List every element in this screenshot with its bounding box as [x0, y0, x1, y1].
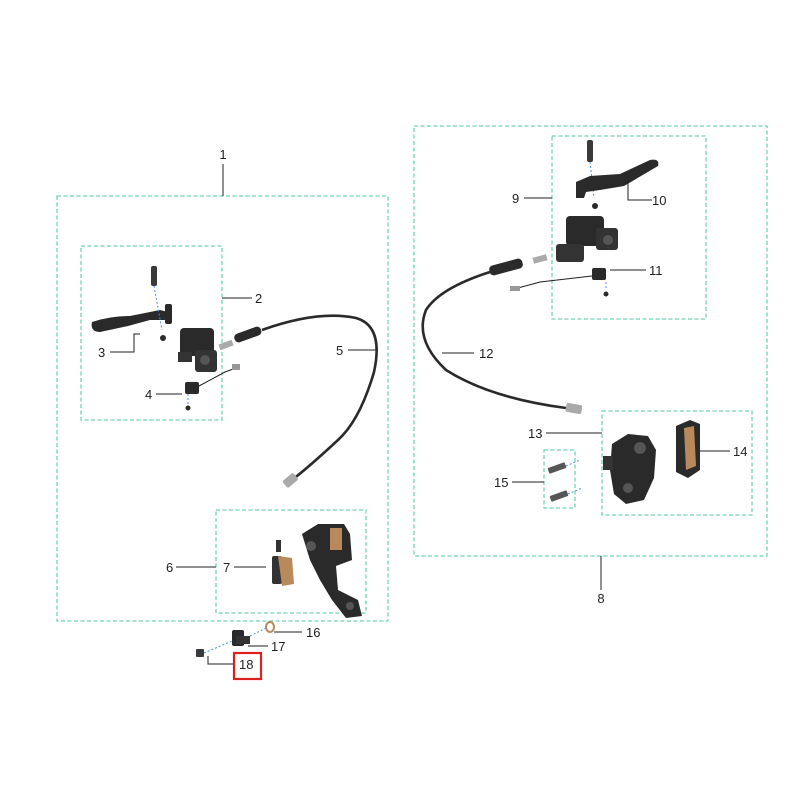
callout-14: 14: [733, 444, 747, 459]
front-brake-pads: [272, 540, 294, 586]
callout-5: 5: [336, 343, 343, 358]
callout-18-highlight: [232, 651, 263, 681]
front-master-cylinder: [178, 328, 217, 372]
rear-brake-hose: [421, 254, 583, 414]
front-brake-lever: [91, 304, 172, 332]
washer-16: [265, 621, 275, 633]
rear-caliper-bolts: [547, 459, 583, 502]
callout-7: 7: [223, 560, 230, 575]
rear-brake-lever: [576, 159, 659, 198]
front-lever-pivot-bolt: [151, 266, 166, 341]
callout-13: 13: [528, 426, 542, 441]
callout-2: 2: [255, 291, 262, 306]
callout-1: 1: [219, 147, 226, 162]
callout-18: 18: [239, 657, 253, 672]
rear-brake-caliper: [603, 434, 656, 504]
callout-17: 17: [271, 639, 285, 654]
rear-caliper-box: [601, 410, 753, 516]
callout-8: 8: [597, 591, 604, 606]
rear-master-cylinder-box: [551, 135, 707, 320]
rear-bolts-box: [543, 449, 576, 509]
callout-9: 9: [512, 191, 519, 206]
rear-brake-switch: [510, 268, 609, 297]
front-brake-caliper: [302, 524, 362, 618]
front-brake-switch: [185, 364, 240, 411]
front-caliper-box: [215, 509, 367, 614]
callout-11: 11: [649, 263, 663, 278]
front-brake-hose: [218, 314, 378, 488]
callout-4: 4: [145, 387, 152, 402]
callout-6: 6: [166, 560, 173, 575]
sensor-bracket-17: [232, 627, 267, 646]
callout-16: 16: [306, 625, 320, 640]
callout-15: 15: [494, 475, 508, 490]
rear-lever-pivot-bolt: [587, 140, 598, 209]
rear-brake-assembly-box: [413, 125, 768, 557]
callout-10: 10: [652, 193, 666, 208]
bolt-18: [196, 640, 233, 657]
callout-3: 3: [98, 345, 105, 360]
rear-master-cylinder: [556, 216, 618, 262]
leader-lines: [110, 164, 730, 665]
callout-12: 12: [479, 346, 493, 361]
rear-brake-pads: [676, 420, 700, 478]
front-master-cylinder-box: [80, 245, 223, 421]
